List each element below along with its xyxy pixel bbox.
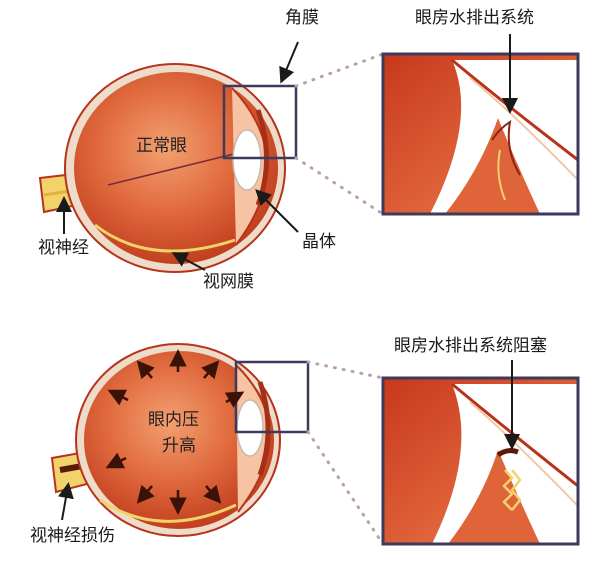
cornea-label: 角膜 [285,8,319,28]
bottom-connectors [306,360,385,546]
lens [232,129,262,191]
zoom-source-box [222,84,298,160]
pressure-arrows [105,349,245,515]
lens-label: 晶体 [302,232,336,252]
normal-eye [38,63,298,273]
retina [94,223,236,253]
drainage-blocked-label: 眼房水排出系统阻塞 [394,336,547,356]
top-leaders [56,34,518,271]
normal-eye-label: 正常眼 [136,136,187,156]
top-connectors [294,52,385,216]
optic-nerve-label: 视神经 [38,238,89,258]
pressure-label-line1: 眼内压 [148,410,199,430]
retina-label: 视网膜 [203,272,254,292]
pressure-label-line2: 升高 [162,436,196,456]
normal-zoom-panel [381,52,580,216]
optic-nerve-damage-label: 视神经损伤 [30,526,115,546]
glaucoma-eye [50,343,310,537]
glaucoma-zoom-panel [381,376,580,546]
bottom-leaders [58,360,520,521]
drainage-label: 眼房水排出系统 [415,8,534,28]
